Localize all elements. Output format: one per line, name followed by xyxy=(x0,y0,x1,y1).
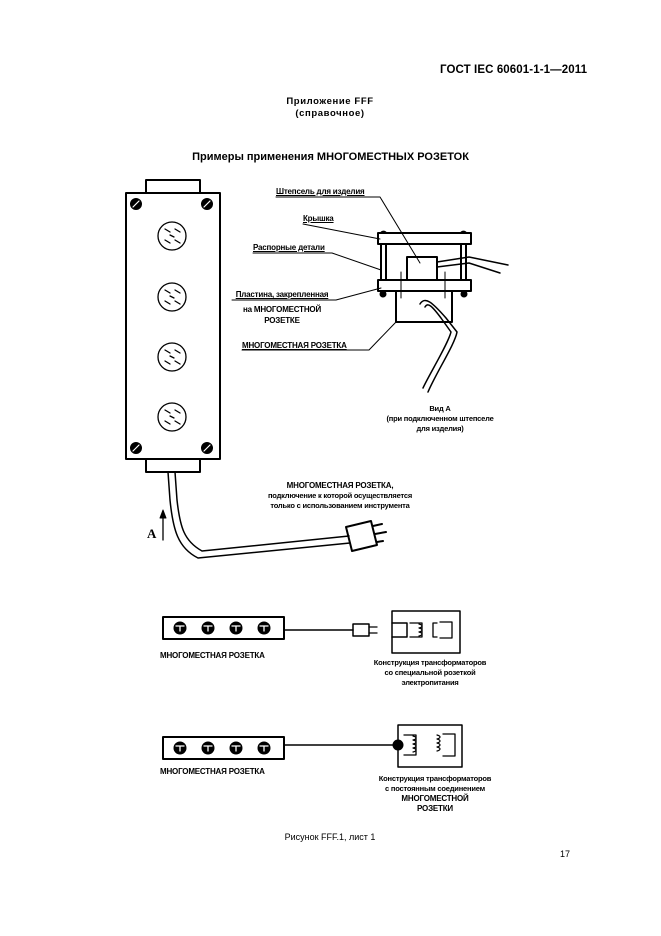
label-plate-line3: РОЗЕТКЕ xyxy=(264,316,300,325)
socket-icon xyxy=(157,402,187,432)
tool-note: МНОГОМЕСТНАЯ РОЗЕТКА, подключение к кото… xyxy=(240,481,440,511)
top-cable-gland xyxy=(145,179,201,194)
example-3-transformer-line2: с постоянным соединением xyxy=(385,784,485,793)
label-plug: Штепсель для изделия xyxy=(276,187,365,196)
label-plate: Пластина, закрепленная на МНОГОМЕСТНОЙ Р… xyxy=(226,290,338,326)
appendix-heading: Приложение FFF (справочное) xyxy=(230,96,430,120)
transformer-box xyxy=(391,610,461,654)
example-3-transformer-line1: Конструкция трансформаторов xyxy=(378,774,492,783)
socket-outlet-box xyxy=(395,290,453,323)
cover-plate xyxy=(377,232,472,245)
example-2-transformer-line2: со специальной розеткой xyxy=(384,668,476,677)
example-3-diagram xyxy=(162,724,463,768)
view-a-caption: Вид А (при подключенном штепселе для изд… xyxy=(360,404,520,434)
transformer-box xyxy=(397,724,463,768)
supply-cord xyxy=(167,471,351,559)
example-2-transformer-line1: Конструкция трансформаторов xyxy=(373,658,487,667)
label-plate-line1: Пластина, закрепленная xyxy=(235,290,329,299)
transformer-coil-icon xyxy=(418,623,423,637)
socket-icon xyxy=(157,221,187,251)
label-spacers: Распорные детали xyxy=(253,243,325,252)
socket-icon xyxy=(157,282,187,312)
strip-socket-icon xyxy=(173,741,187,755)
label-socket-outlet: МНОГОМЕСТНАЯ РОЗЕТКА xyxy=(242,341,347,350)
bottom-cable-gland xyxy=(145,458,201,473)
label-cover: Крышка xyxy=(303,214,334,223)
example-3-transformer-label: Конструкция трансформаторов с постоянным… xyxy=(350,774,520,814)
screw-icon xyxy=(130,198,142,210)
strip-socket-icon xyxy=(173,621,187,635)
tool-note-line3: только с использованием инструмента xyxy=(270,501,410,510)
appendix-subtitle: (справочное) xyxy=(295,108,365,119)
appendix-title: Приложение FFF xyxy=(286,96,374,107)
socket-strip xyxy=(162,736,285,760)
socket-icon xyxy=(157,342,187,372)
socket-strip xyxy=(162,616,285,640)
outlet-body xyxy=(125,192,221,460)
standard-code: ГОСТ IEC 60601-1-1—2011 xyxy=(440,64,588,76)
tool-note-line2: подключение к которой осуществляется xyxy=(267,491,413,500)
view-a-title: Вид А xyxy=(429,404,451,413)
plug-icon xyxy=(345,520,387,552)
equipment-plug xyxy=(406,256,438,281)
page-number: 17 xyxy=(560,849,571,859)
tool-note-line1: МНОГОМЕСТНАЯ РОЗЕТКА, xyxy=(286,481,394,490)
strip-socket-icon xyxy=(201,741,215,755)
screw-icon xyxy=(201,442,213,454)
label-plate-line2: на МНОГОМЕСТНОЙ xyxy=(242,305,322,314)
screw-icon xyxy=(130,442,142,454)
arrow-a-label: A xyxy=(147,526,157,541)
example-3-transformer-line4: РОЗЕТКИ xyxy=(417,804,453,813)
strip-socket-icon xyxy=(257,741,271,755)
example-2-transformer-label: Конструкция трансформаторов со специальн… xyxy=(350,658,510,688)
strip-socket-icon xyxy=(229,621,243,635)
figure-title: Примеры применения МНОГОМЕСТНЫХ РОЗЕТОК xyxy=(192,151,469,163)
multiple-socket-outlet-large xyxy=(125,179,221,473)
strip-socket-icon xyxy=(229,741,243,755)
figure-caption: Рисунок FFF.1, лист 1 xyxy=(284,832,376,842)
strip-socket-icon xyxy=(257,621,271,635)
view-a-line1: (при подключенном штепселе xyxy=(386,414,494,423)
screw-icon xyxy=(201,198,213,210)
detail-view-a xyxy=(377,230,509,393)
leader-lines xyxy=(231,196,421,351)
example-2-transformer-line3: электропитания xyxy=(401,678,459,687)
strip-socket-icon xyxy=(201,621,215,635)
example-2-diagram xyxy=(162,610,461,654)
example-3-transformer-line3: МНОГОМЕСТНОЙ xyxy=(401,794,469,803)
view-arrow-icon xyxy=(159,509,167,541)
mounting-plate xyxy=(377,279,472,292)
example-2-strip-label: МНОГОМЕСТНАЯ РОЗЕТКА xyxy=(160,651,265,660)
view-a-line2: для изделия) xyxy=(416,424,464,433)
transformer-coil-icon xyxy=(412,735,417,753)
example-3-strip-label: МНОГОМЕСТНАЯ РОЗЕТКА xyxy=(160,767,265,776)
